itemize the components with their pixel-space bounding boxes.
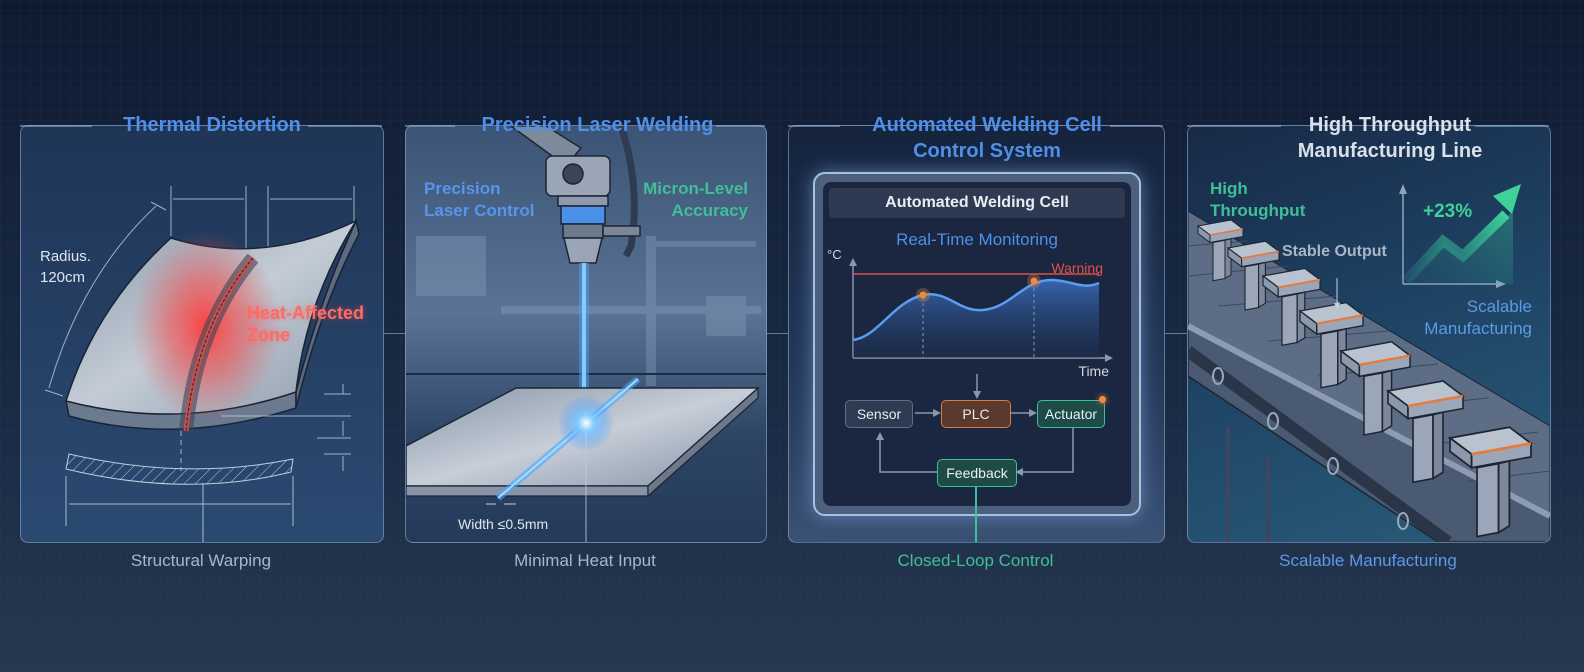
title-rule-left-1 — [20, 125, 92, 127]
temperature-chart — [849, 258, 1113, 476]
laser-welding-illustration — [406, 126, 766, 542]
caption-structural-warping: Structural Warping — [130, 551, 272, 570]
panel-thermal-distortion: Radius. 120cm Heat-Affected Zone — [20, 125, 384, 543]
panel-control-system: Automated Welding Cell Real-Time Monitor… — [788, 125, 1165, 543]
caption-scalable-manufacturing: Scalable Manufacturing — [1279, 551, 1457, 570]
feedback-node: Feedback — [937, 459, 1017, 487]
stable-output-label: Stable Output — [1282, 243, 1387, 260]
title-rule-right-1 — [308, 125, 382, 127]
micron-accuracy-label-line2: Accuracy — [671, 201, 748, 220]
panel-title-thermal: Thermal Distortion — [123, 114, 301, 136]
closed-loop-connector — [975, 487, 977, 542]
y-axis-unit: °C — [827, 247, 842, 262]
connector-1-2 — [382, 333, 405, 334]
hmi-screen: Automated Welding Cell Real-Time Monitor… — [823, 182, 1131, 506]
heat-zone-label-line1: Heat-Affected — [247, 303, 365, 323]
actuator-node: Actuator — [1037, 400, 1105, 428]
panel-title-laser: Precision Laser Welding — [481, 114, 714, 136]
connector-2-3 — [765, 333, 788, 334]
weld-width-spec: Width ≤0.5mm — [458, 516, 549, 532]
caption-minimal-heat: Minimal Heat Input — [514, 551, 656, 570]
panel-manufacturing-line: High Throughput Stable Output +23% Scala… — [1187, 125, 1551, 543]
curved-plate-illustration — [44, 186, 360, 542]
high-throughput-label-line2: Throughput — [1210, 201, 1306, 220]
precision-control-label-line1: Precision — [424, 179, 501, 198]
connector-3-4 — [1163, 333, 1187, 334]
micron-accuracy-label-line1: Micron-Level — [643, 179, 748, 198]
title-rule-left-2 — [405, 125, 455, 127]
precision-control-label-line2: Laser Control — [424, 201, 535, 220]
plc-node: PLC — [941, 400, 1011, 428]
screen-header: Automated Welding Cell — [829, 188, 1125, 218]
caption-closed-loop: Closed-Loop Control — [897, 551, 1054, 570]
title-rule-left-4 — [1187, 125, 1281, 127]
scalable-label-line2: Manufacturing — [1424, 319, 1532, 338]
title-rule-right-4 — [1475, 125, 1549, 127]
conveyor-illustration — [1188, 184, 1550, 542]
chart-title: Real-Time Monitoring — [896, 230, 1058, 249]
sensor-node: Sensor — [845, 400, 913, 428]
scalable-label-line1: Scalable — [1466, 297, 1532, 316]
x-axis-label: Time — [1078, 363, 1109, 379]
actuator-status-dot — [1099, 396, 1106, 403]
title-rule-left-3 — [788, 125, 840, 127]
heat-zone-label-line2: Zone — [247, 325, 290, 345]
title-rule-right-2 — [716, 125, 765, 127]
high-throughput-label-line1: High — [1210, 179, 1248, 198]
title-rule-right-3 — [1110, 125, 1163, 127]
growth-percentage: +23% — [1423, 201, 1473, 222]
panel-laser-welding: Precision Laser Control Micron-Level Acc… — [405, 125, 767, 543]
radius-value: 120cm — [40, 269, 86, 286]
warning-threshold-label: Warning — [1051, 260, 1103, 276]
hmi-monitor: Automated Welding Cell Real-Time Monitor… — [813, 172, 1141, 516]
radius-label: Radius. — [40, 248, 91, 265]
